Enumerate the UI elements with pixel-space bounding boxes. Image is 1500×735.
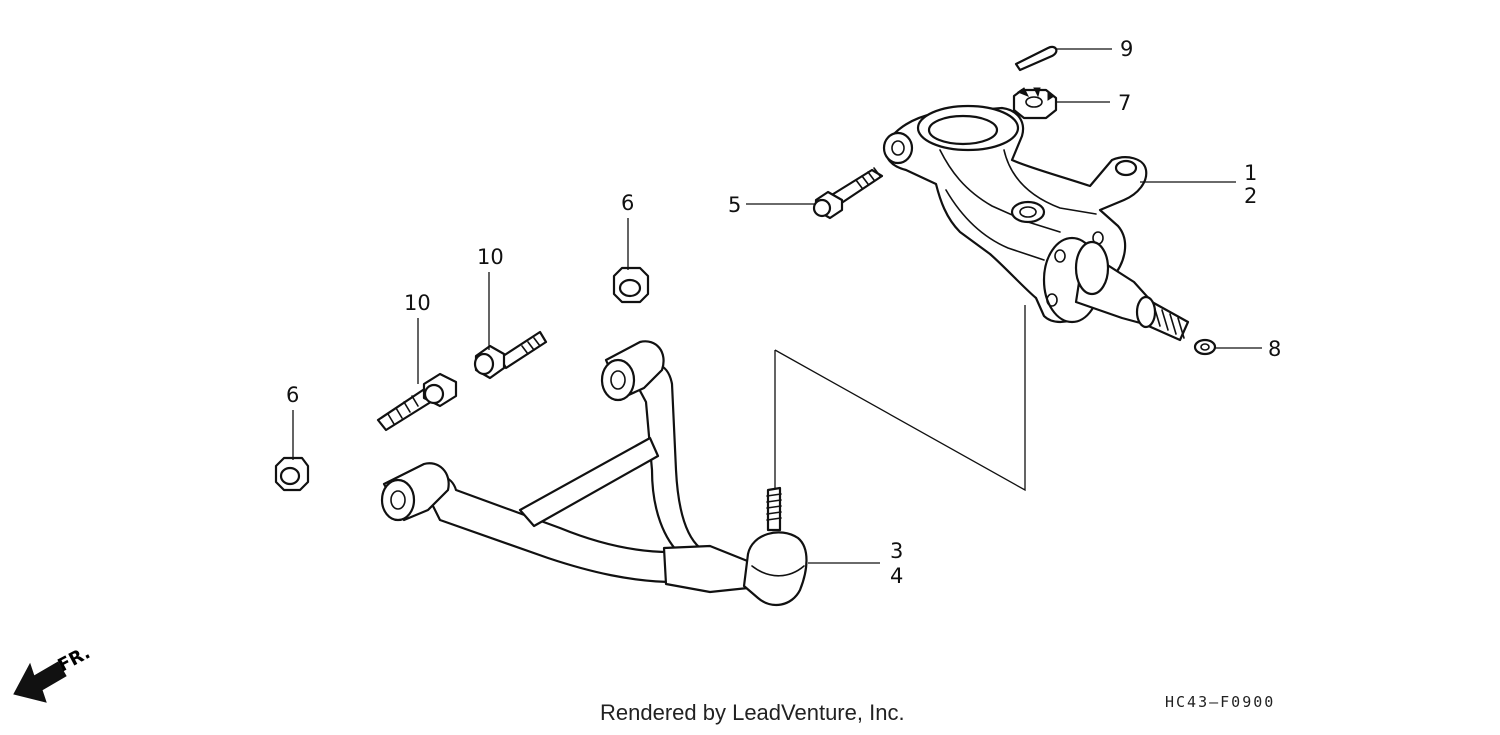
assembly-lines bbox=[774, 305, 1026, 492]
callout-2: 2 bbox=[1244, 184, 1257, 208]
callout-7: 7 bbox=[1118, 91, 1131, 115]
callout-10-lower: 10 bbox=[404, 291, 431, 315]
bolt-5[interactable] bbox=[812, 167, 884, 220]
callout-5: 5 bbox=[728, 193, 741, 217]
washer-8[interactable] bbox=[1193, 338, 1217, 356]
leader-lines bbox=[292, 48, 1262, 564]
knuckle-part[interactable] bbox=[882, 104, 1190, 342]
ball-joint-part[interactable] bbox=[742, 486, 808, 607]
callout-4: 4 bbox=[890, 564, 903, 588]
castle-nut-7[interactable] bbox=[1012, 87, 1058, 120]
callout-1: 1 bbox=[1244, 161, 1257, 185]
front-direction-indicator: FR. bbox=[13, 642, 94, 703]
diagram-code: HC43–F0900 bbox=[1165, 693, 1275, 711]
callout-6-upper: 6 bbox=[621, 191, 634, 215]
bolt-10-upper[interactable] bbox=[473, 330, 548, 380]
cotter-pin-9[interactable] bbox=[1014, 45, 1058, 72]
callout-8: 8 bbox=[1268, 337, 1281, 361]
nut-6-lower[interactable] bbox=[274, 456, 310, 492]
callout-labels: 1 2 3 4 5 6 6 7 8 9 10 10 bbox=[286, 37, 1281, 588]
nut-6-upper[interactable] bbox=[612, 266, 650, 304]
callout-3: 3 bbox=[890, 539, 903, 563]
front-arrow-icon bbox=[13, 661, 67, 703]
callout-6-lower: 6 bbox=[286, 383, 299, 407]
callout-9: 9 bbox=[1120, 37, 1133, 61]
lower-a-arm[interactable] bbox=[380, 340, 752, 594]
bolt-10-lower[interactable] bbox=[376, 372, 458, 432]
callout-10-upper: 10 bbox=[477, 245, 504, 269]
render-credit: Rendered by LeadVenture, Inc. bbox=[600, 700, 905, 725]
